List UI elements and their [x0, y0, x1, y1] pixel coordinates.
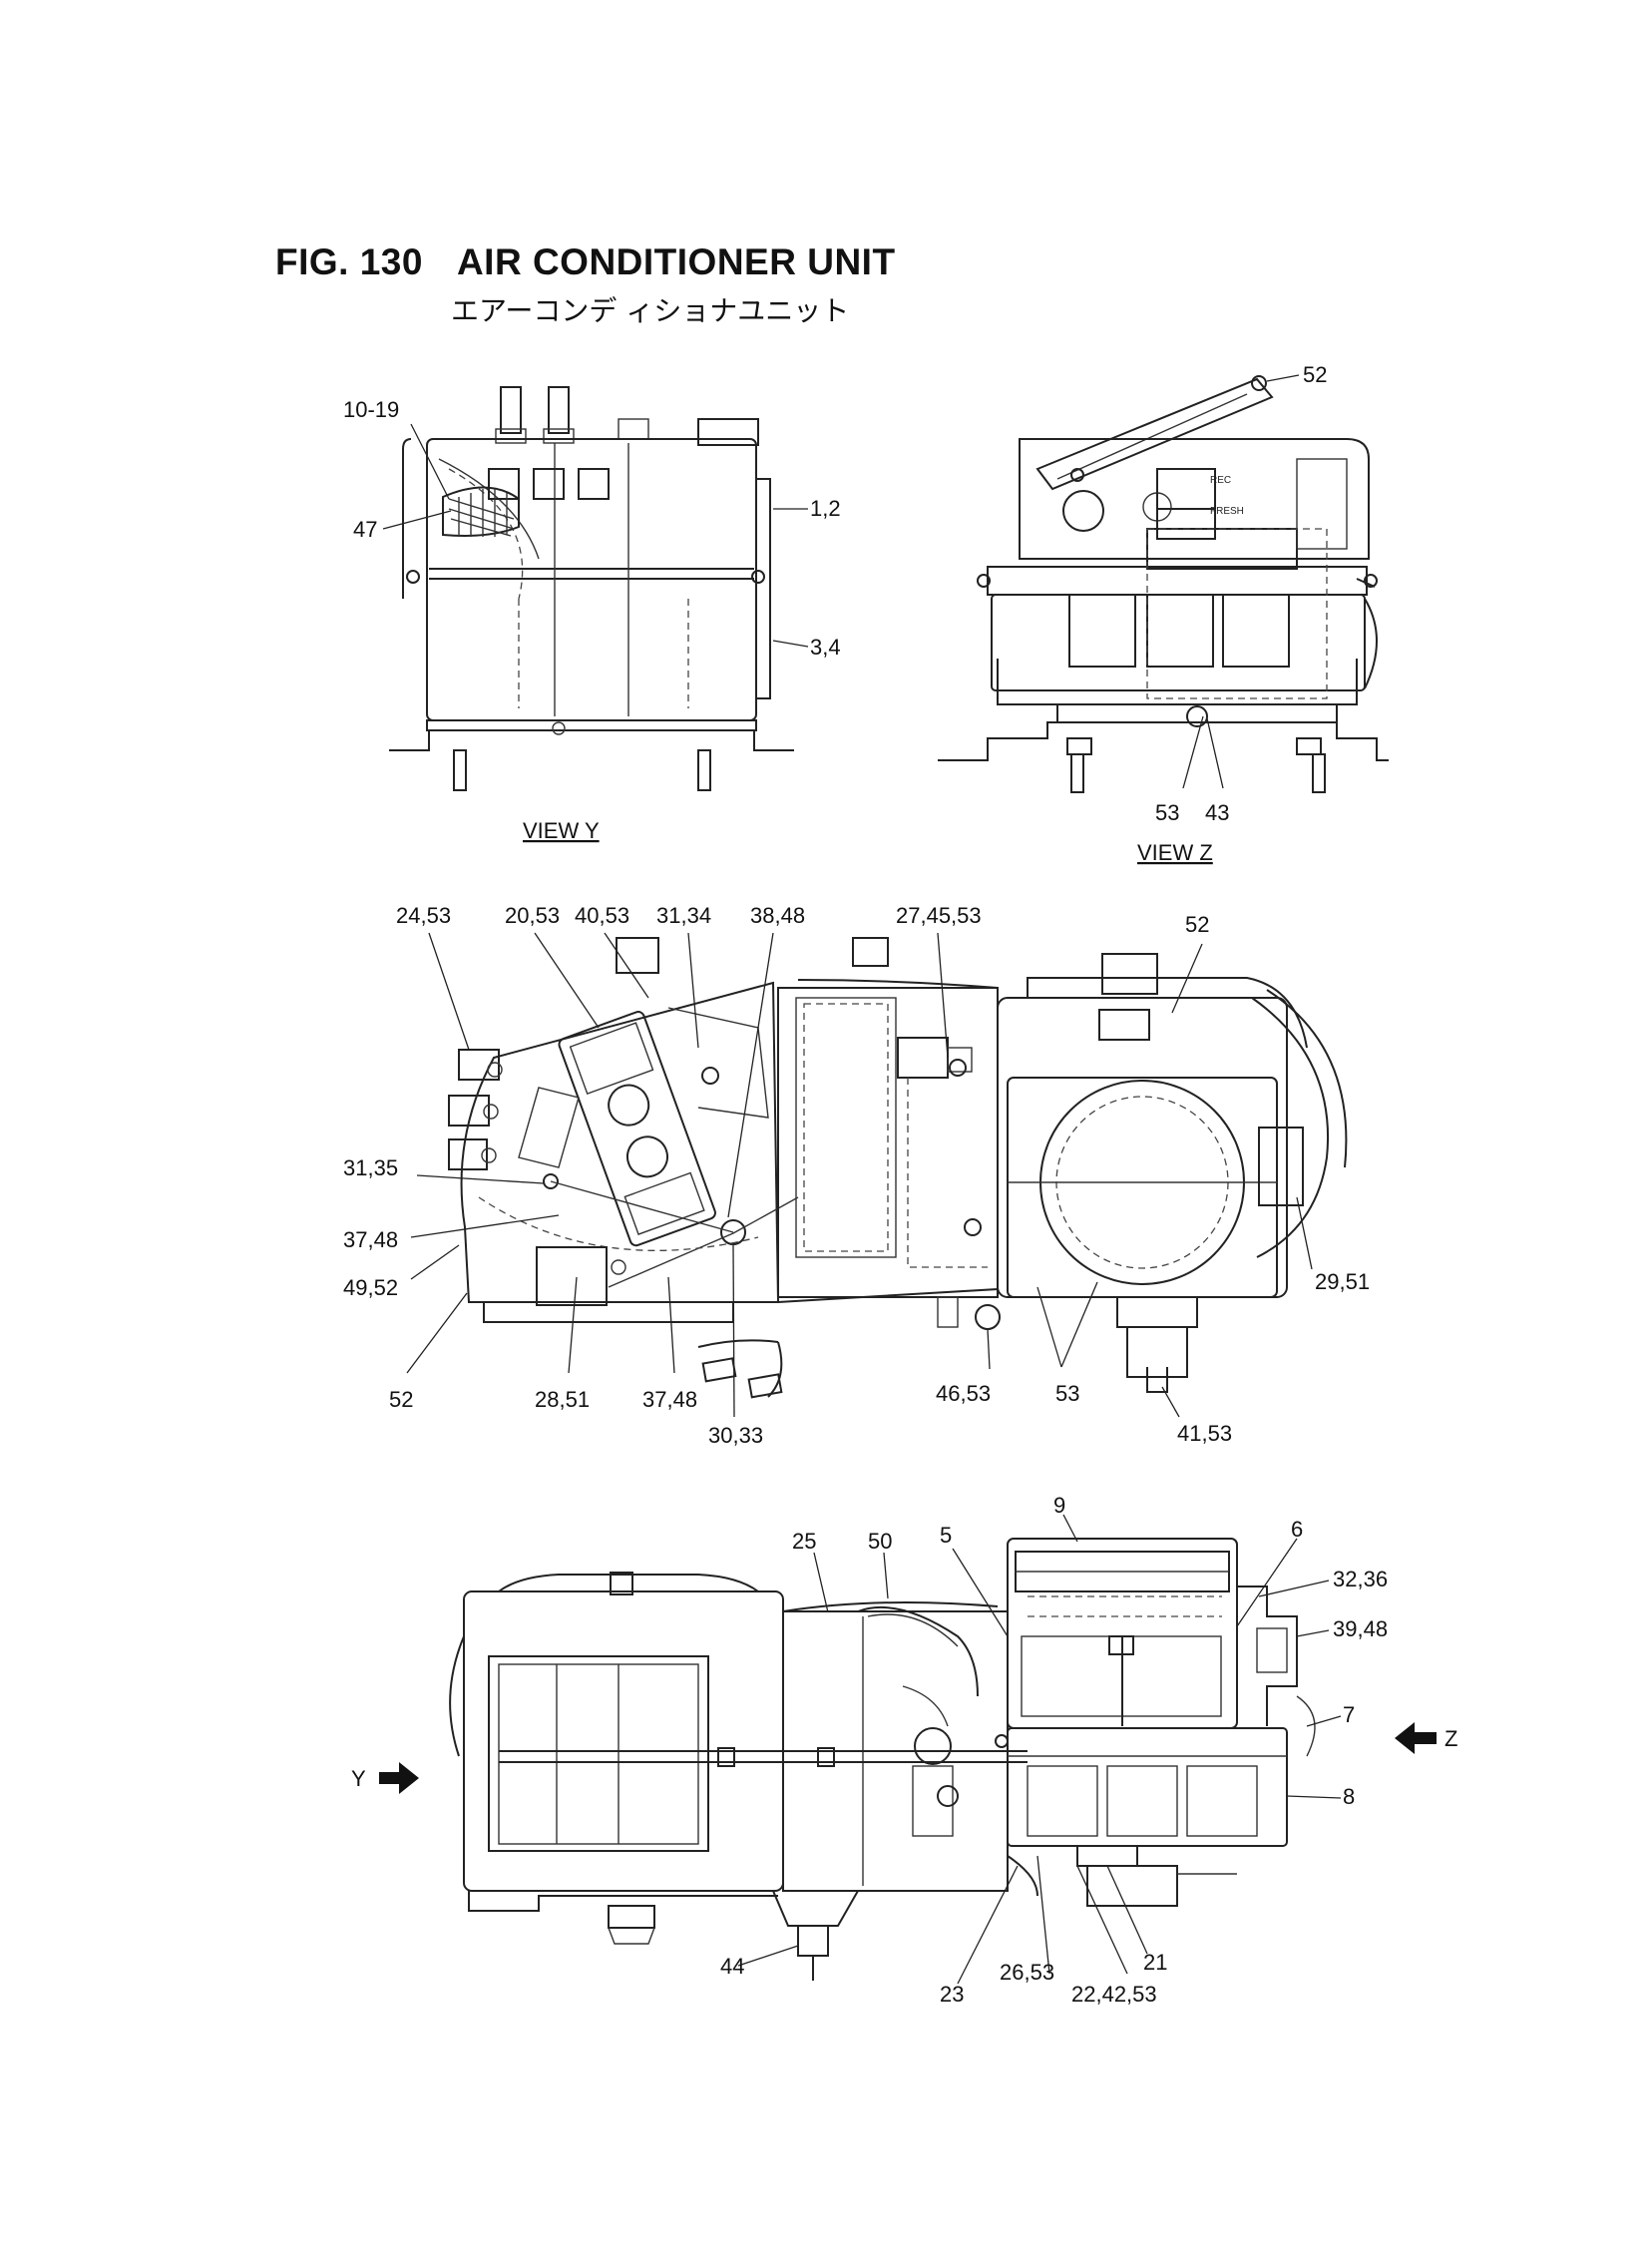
callout-46-53: 46,53 — [936, 1381, 991, 1406]
view-z-drawing — [938, 375, 1389, 793]
callout-47: 47 — [353, 517, 377, 542]
callout-24-53: 24,53 — [396, 903, 451, 928]
callout-30-33: 30,33 — [708, 1423, 763, 1448]
callout-50: 50 — [868, 1529, 892, 1554]
callout-27-45-53: 27,45,53 — [896, 903, 982, 928]
callout-53-view-z: 53 — [1155, 800, 1179, 825]
callout-44: 44 — [720, 1954, 744, 1979]
middle-view-drawing — [448, 937, 1348, 1399]
callout-39-48: 39,48 — [1333, 1616, 1388, 1641]
callout-21: 21 — [1143, 1950, 1167, 1975]
callout-6: 6 — [1291, 1517, 1303, 1542]
callout-53-middle: 53 — [1055, 1381, 1079, 1406]
view-y-leaders — [382, 423, 809, 648]
view-y-label: VIEW Y — [523, 818, 600, 843]
callout-52-bottom: 52 — [389, 1387, 413, 1412]
callout-32-36: 32,36 — [1333, 1567, 1388, 1591]
callout-41-53: 41,53 — [1177, 1421, 1232, 1446]
callout-7: 7 — [1343, 1702, 1355, 1727]
callout-40-53: 40,53 — [575, 903, 629, 928]
callout-20-53: 20,53 — [505, 903, 560, 928]
callout-23: 23 — [940, 1982, 964, 2007]
direction-y-label: Y — [351, 1766, 366, 1791]
callout-9: 9 — [1053, 1493, 1065, 1518]
callout-37-48-bottom: 37,48 — [642, 1387, 697, 1412]
view-z-label: VIEW Z — [1137, 840, 1213, 865]
view-z-leaders — [1182, 374, 1300, 789]
direction-z-label: Z — [1445, 1726, 1457, 1751]
callout-10-19: 10-19 — [343, 397, 399, 422]
arrow-z-icon — [1395, 1722, 1437, 1754]
callout-38-48: 38,48 — [750, 903, 805, 928]
callout-22-42-53: 22,42,53 — [1071, 1982, 1157, 2007]
middle-view-leaders — [406, 932, 1313, 1418]
bottom-view-drawing — [449, 1538, 1316, 1981]
figure-number: FIG. 130 — [275, 241, 423, 282]
callout-31-34: 31,34 — [656, 903, 711, 928]
callout-1-2: 1,2 — [810, 496, 841, 521]
callout-3-4: 3,4 — [810, 635, 841, 660]
callout-25: 25 — [792, 1529, 816, 1554]
callout-52-view-z: 52 — [1303, 362, 1327, 387]
rec-label: REC — [1210, 475, 1231, 486]
bottom-view-leaders — [737, 1514, 1342, 1985]
callout-29-51: 29,51 — [1315, 1269, 1370, 1294]
figure-title: FIG. 130 AIR CONDITIONER UNIT — [275, 241, 896, 283]
callout-37-48-left: 37,48 — [343, 1227, 398, 1252]
callout-8: 8 — [1343, 1784, 1355, 1809]
callout-52-top: 52 — [1185, 912, 1209, 937]
arrow-y-icon — [379, 1762, 419, 1794]
callout-26-53: 26,53 — [1000, 1960, 1054, 1985]
fresh-label: FRESH — [1210, 506, 1244, 517]
callout-28-51: 28,51 — [535, 1387, 590, 1412]
figure-name: AIR CONDITIONER UNIT — [456, 241, 896, 282]
callout-43: 43 — [1205, 800, 1229, 825]
view-y-drawing — [389, 386, 794, 791]
callout-5: 5 — [940, 1523, 952, 1548]
figure-subtitle-katakana: エアーコンデ ィショナユニット — [451, 294, 850, 327]
callout-31-35: 31,35 — [343, 1155, 398, 1180]
callout-49-52: 49,52 — [343, 1275, 398, 1300]
